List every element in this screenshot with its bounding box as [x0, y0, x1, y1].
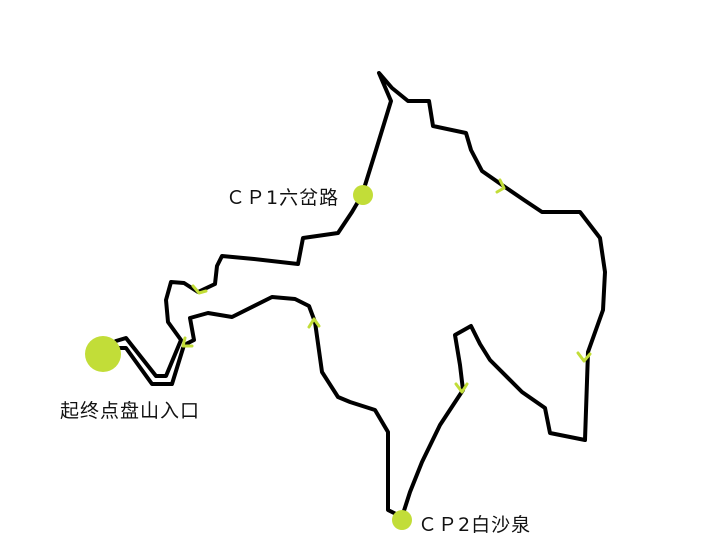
start-end-label: 起终点盘山入口 — [60, 400, 201, 422]
direction-arrow-icon — [576, 351, 592, 363]
cp1-label: ＣＰ1六岔路 — [226, 187, 340, 209]
cp1-marker-icon[interactable] — [353, 185, 373, 205]
direction-arrow-icon — [307, 317, 321, 329]
direction-arrow-icon — [191, 284, 208, 295]
direction-arrow-icon — [181, 336, 194, 348]
direction-arrow-icon — [495, 178, 506, 194]
start-end-marker-icon[interactable] — [85, 336, 121, 372]
direction-arrow-icon — [454, 382, 469, 394]
route-path-return — [116, 295, 404, 519]
cp2-label: ＣＰ2白沙泉 — [418, 514, 532, 536]
cp2-marker-icon[interactable] — [392, 510, 412, 530]
route-path-outbound — [114, 71, 607, 519]
